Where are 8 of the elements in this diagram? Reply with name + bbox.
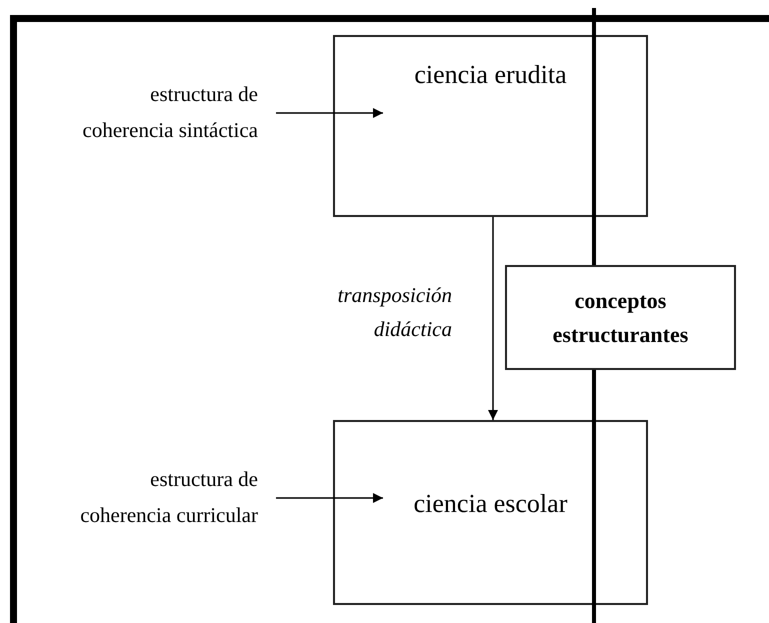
input-text: estructura de coherencia curricular [60, 461, 258, 573]
arrow [276, 108, 383, 118]
process-box: ciencia erudita [333, 35, 648, 217]
concept-box: conceptos estructurantes [505, 265, 736, 370]
arrow [276, 493, 383, 503]
arrow [488, 217, 498, 420]
process-box: ciencia escolar [333, 420, 648, 605]
input-text: estructura de coherencia sintáctica [60, 76, 258, 188]
